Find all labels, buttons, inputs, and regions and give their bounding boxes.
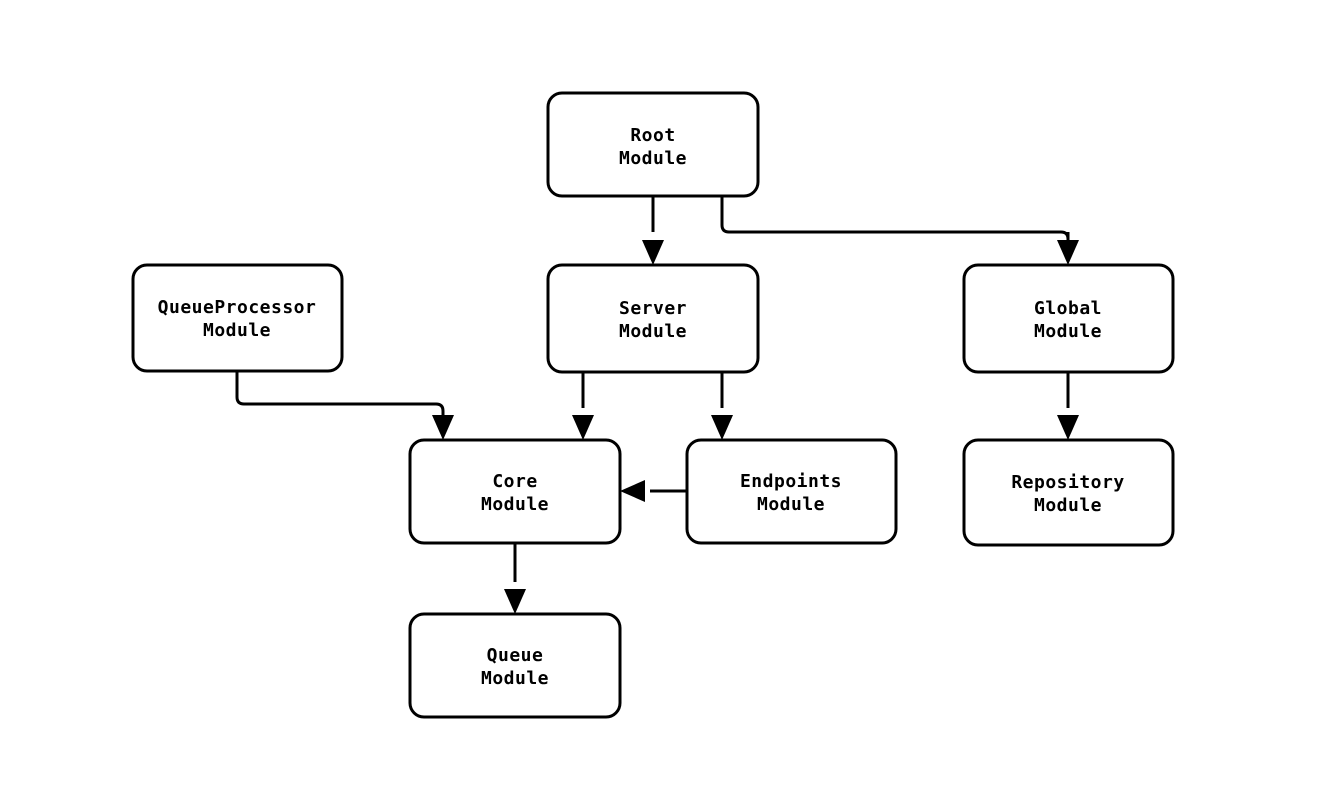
node-root-module-label-line2: Module (619, 148, 687, 169)
node-endpoints-module-label-line2: Module (757, 494, 825, 515)
edge-endpoints-to-core-arrowhead (620, 480, 645, 502)
edge-server-to-endpoints[interactable] (711, 372, 733, 440)
node-repository-module-label-line1: Repository (1011, 472, 1124, 493)
edge-root-to-global[interactable] (720, 196, 1079, 265)
edge-queueprocessor-to-core-line (235, 371, 445, 415)
node-queue-module-label-line2: Module (481, 668, 549, 689)
node-root-module-box[interactable] (546, 91, 760, 198)
node-global-module-box[interactable] (962, 263, 1175, 374)
edge-server-to-core-arrowhead (572, 415, 594, 440)
node-repository-module-box[interactable] (962, 438, 1175, 547)
node-global-module[interactable]: Global Module (962, 263, 1175, 374)
node-queue-module[interactable]: Queue Module (408, 612, 622, 719)
edge-core-to-queue[interactable] (504, 543, 526, 614)
node-core-module-label-line2: Module (481, 494, 549, 515)
node-endpoints-module[interactable]: Endpoints Module (685, 438, 898, 545)
edge-root-to-server-arrowhead (642, 240, 664, 265)
edge-root-to-server[interactable] (642, 196, 664, 265)
edge-global-to-repository-arrowhead (1057, 415, 1079, 440)
node-core-module[interactable]: Core Module (408, 438, 622, 545)
edge-endpoints-to-core[interactable] (620, 480, 687, 502)
node-queue-module-label-line1: Queue (487, 645, 544, 666)
node-server-module-label-line2: Module (619, 321, 687, 342)
node-root-module[interactable]: Root Module (546, 91, 760, 198)
edge-root-to-global-arrowhead (1057, 240, 1079, 265)
node-core-module-label-line1: Core (492, 471, 537, 492)
edge-core-to-queue-arrowhead (504, 589, 526, 614)
node-repository-module[interactable]: Repository Module (962, 438, 1175, 547)
edge-server-to-core[interactable] (572, 372, 594, 440)
edge-root-to-global-line (720, 196, 1070, 241)
node-server-module[interactable]: Server Module (546, 263, 760, 374)
node-core-module-box[interactable] (408, 438, 622, 545)
node-server-module-box[interactable] (546, 263, 760, 374)
node-queueprocessor-module[interactable]: QueueProcessor Module (131, 263, 344, 373)
node-global-module-label-line1: Global (1034, 298, 1102, 319)
node-endpoints-module-box[interactable] (685, 438, 898, 545)
edge-layer (235, 196, 1079, 614)
node-global-module-label-line2: Module (1034, 321, 1102, 342)
edge-queueprocessor-to-core-arrowhead (432, 415, 454, 440)
edge-global-to-repository[interactable] (1057, 372, 1079, 440)
node-server-module-label-line1: Server (619, 298, 687, 319)
node-queue-module-box[interactable] (408, 612, 622, 719)
node-queueprocessor-module-box[interactable] (131, 263, 344, 373)
node-queueprocessor-module-label-line1: QueueProcessor (158, 297, 317, 318)
node-repository-module-label-line2: Module (1034, 495, 1102, 516)
node-layer: Root Module QueueProcessor Module Server… (131, 91, 1175, 719)
node-root-module-label-line1: Root (630, 125, 675, 146)
node-queueprocessor-module-label-line2: Module (203, 320, 271, 341)
edge-queueprocessor-to-core[interactable] (235, 371, 454, 440)
node-endpoints-module-label-line1: Endpoints (740, 471, 842, 492)
edge-server-to-endpoints-arrowhead (711, 415, 733, 440)
